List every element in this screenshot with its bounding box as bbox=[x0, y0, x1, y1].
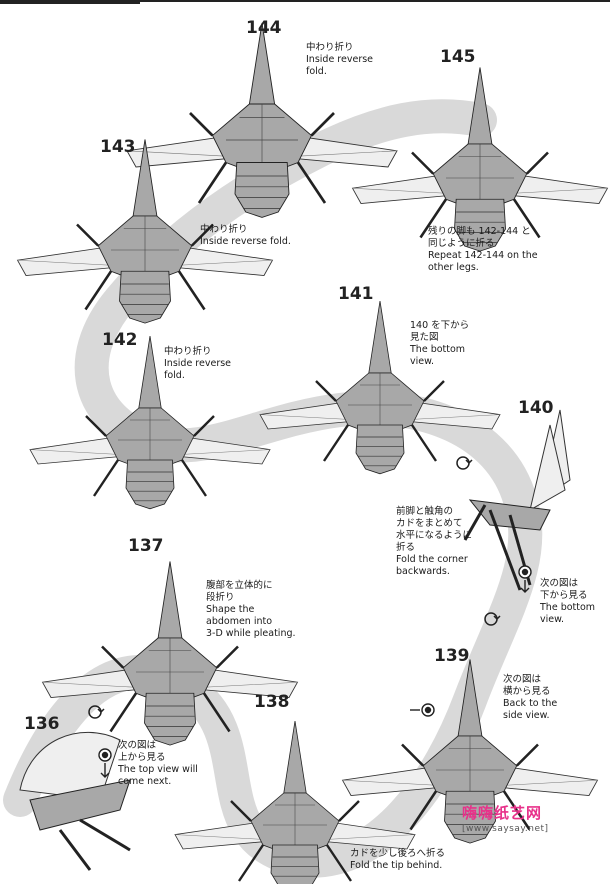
caption-line: Inside reverse fold. bbox=[200, 236, 291, 247]
caption-line: view. bbox=[410, 356, 435, 367]
caption-line: The bottom bbox=[540, 602, 596, 613]
step-137-number: 137 bbox=[128, 536, 164, 556]
caption-line: abdomen into bbox=[206, 616, 273, 627]
caption-line: Fold the corner bbox=[396, 554, 468, 565]
caption-line: fold. bbox=[164, 370, 185, 381]
step-142-caption: 中わり折り Inside reverse fold. bbox=[164, 346, 231, 382]
rotate-arrow-icon bbox=[456, 456, 473, 470]
step-137-caption: 腹部を立体的に 段折り Shape the abdomen into 3-D w… bbox=[206, 580, 296, 640]
caption-line: 次の図は bbox=[118, 740, 157, 751]
step-136-caption: 次の図は 上から見る The top view will come next. bbox=[118, 740, 198, 788]
page-top-tab bbox=[0, 0, 140, 4]
step-140-number: 140 bbox=[518, 398, 554, 418]
caption-line: The top view will bbox=[118, 764, 198, 775]
step-143-caption: 中わり折り Inside reverse fold. bbox=[200, 224, 291, 248]
rotate-arrow-icon bbox=[88, 705, 105, 719]
caption-line: 見た図 bbox=[410, 332, 439, 343]
view-eye-icon bbox=[518, 565, 532, 593]
view-eye-icon bbox=[410, 703, 435, 717]
step-140-view-caption: 次の図は 下から見る The bottom view. bbox=[540, 578, 595, 626]
caption-line: 残りの脚も 142-144 と bbox=[428, 226, 531, 237]
caption-line: view. bbox=[540, 614, 565, 625]
watermark-title: 嗨嗨纸艺网 bbox=[462, 804, 543, 822]
caption-line: The bottom bbox=[410, 344, 466, 355]
caption-line: backwards. bbox=[396, 566, 450, 577]
step-138-number: 138 bbox=[254, 692, 290, 712]
caption-line: 3-D while pleating. bbox=[206, 628, 296, 639]
caption-line: Back to the bbox=[503, 698, 558, 709]
step-136-figure bbox=[19, 731, 131, 871]
caption-line: Inside reverse bbox=[164, 358, 232, 369]
caption-line: Repeat 142-144 on the bbox=[428, 250, 538, 261]
caption-line: 段折り bbox=[206, 592, 235, 603]
step-144-number: 144 bbox=[246, 18, 282, 38]
caption-line: fold. bbox=[306, 66, 327, 77]
step-140-figure bbox=[463, 409, 571, 591]
caption-line: 横から見る bbox=[503, 686, 551, 697]
caption-line: 中わり折り bbox=[164, 346, 212, 357]
caption-line: 140 を下から bbox=[410, 320, 470, 331]
caption-line: カドをまとめて bbox=[396, 518, 463, 529]
caption-line: 水平になるように bbox=[396, 530, 473, 541]
step-145-caption: 残りの脚も 142-144 と 同じように折る Repeat 142-144 o… bbox=[428, 226, 538, 274]
step-138-caption: カドを少し後ろへ折る Fold the tip behind. bbox=[350, 848, 445, 872]
watermark-url: [www.saysay.net] bbox=[462, 824, 549, 834]
step-139-caption: 次の図は 横から見る Back to the side view. bbox=[503, 674, 557, 722]
caption-line: Inside reverse bbox=[306, 54, 374, 65]
site-watermark: 嗨嗨纸艺网 [www.saysay.net] bbox=[462, 802, 549, 834]
step-140-caption: 前脚と触角の カドをまとめて 水平になるように 折る Fold the corn… bbox=[396, 506, 472, 578]
step-143-number: 143 bbox=[100, 137, 136, 157]
caption-line: side view. bbox=[503, 710, 550, 721]
view-eye-icon bbox=[98, 748, 112, 778]
caption-line: カドを少し後ろへ折る bbox=[350, 848, 446, 859]
caption-line: 下から見る bbox=[540, 590, 588, 601]
rotate-arrow-icon bbox=[484, 612, 501, 626]
caption-line: 同じように折る bbox=[428, 238, 495, 249]
caption-line: come next. bbox=[118, 776, 172, 787]
caption-line: 次の図は bbox=[503, 674, 542, 685]
step-144-caption: 中わり折り Inside reverse fold. bbox=[306, 42, 373, 78]
step-141-caption: 140 を下から 見た図 The bottom view. bbox=[410, 320, 469, 368]
caption-line: 次の図は bbox=[540, 578, 579, 589]
caption-line: 腹部を立体的に bbox=[206, 580, 273, 591]
caption-line: Shape the bbox=[206, 604, 255, 615]
sequence-flow-band bbox=[3, 99, 543, 878]
caption-line: 中わり折り bbox=[306, 42, 354, 53]
caption-line: Fold the tip behind. bbox=[350, 860, 443, 871]
page-top-rule bbox=[0, 0, 610, 2]
caption-line: 前脚と触角の bbox=[396, 506, 454, 517]
caption-line: 折る bbox=[396, 542, 416, 553]
step-136-number: 136 bbox=[24, 714, 60, 734]
caption-line: 中わり折り bbox=[200, 224, 248, 235]
step-139-number: 139 bbox=[434, 646, 470, 666]
step-141-number: 141 bbox=[338, 284, 374, 304]
caption-line: 上から見る bbox=[118, 752, 166, 763]
caption-line: other legs. bbox=[428, 262, 479, 273]
step-142-number: 142 bbox=[102, 330, 138, 350]
step-145-number: 145 bbox=[440, 47, 476, 67]
